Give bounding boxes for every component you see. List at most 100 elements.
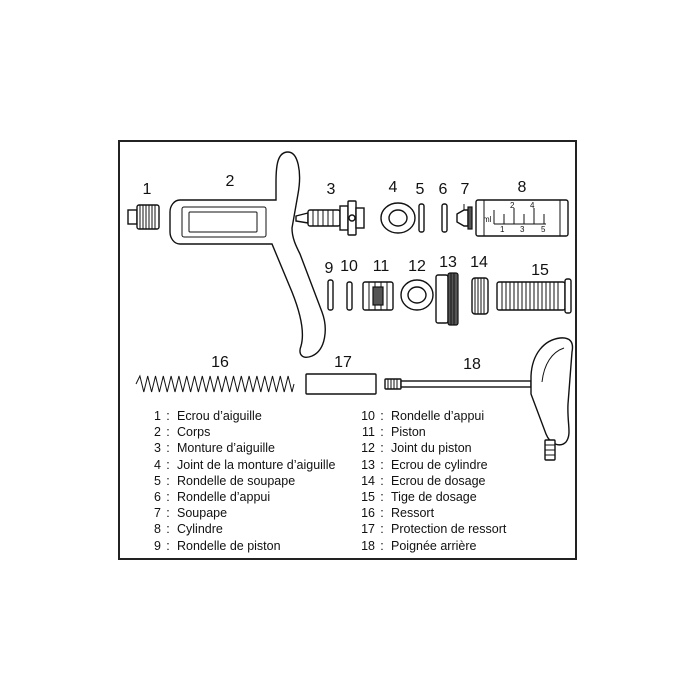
legend-item-separator: : bbox=[380, 473, 384, 488]
legend-item-label: Soupape bbox=[177, 506, 228, 521]
legend-item-label: Protection de ressort bbox=[391, 522, 507, 537]
needle-nut-drawing bbox=[127, 204, 160, 230]
cylinder-nut-drawing bbox=[435, 272, 459, 326]
legend-item-separator: : bbox=[380, 538, 384, 553]
dosage-rod-drawing bbox=[496, 278, 572, 314]
legend-item-label: Ecrou d’aiguille bbox=[177, 409, 262, 423]
legend-item-label: Corps bbox=[177, 425, 211, 440]
legend-item-4: 4:Joint de la monture d’aiguille bbox=[132, 457, 335, 473]
callout-2: 2 bbox=[226, 173, 235, 190]
legend-item-15: 15: Tige de dosage bbox=[346, 489, 506, 505]
callout-13: 13 bbox=[439, 254, 457, 271]
callout-9: 9 bbox=[325, 260, 334, 277]
needle-mount-seal-drawing bbox=[380, 202, 416, 234]
cylinder-scale-unit: ml bbox=[483, 215, 492, 224]
legend-item-number: 15 bbox=[361, 490, 375, 505]
legend-item-number: 3 bbox=[154, 441, 161, 456]
callout-3: 3 bbox=[327, 181, 336, 198]
piston-washer-drawing bbox=[327, 279, 334, 311]
diagram-frame: 1 2 3 4 5 6 7 8 9 10 11 12 13 14 15 16 1… bbox=[118, 140, 577, 560]
legend-item-number: 8 bbox=[154, 522, 161, 537]
legend-item-14: 14:Ecrou de dosage bbox=[346, 473, 506, 489]
cylinder-tick-4: 4 bbox=[530, 201, 535, 210]
support-washer-drawing bbox=[441, 203, 448, 233]
legend-item-18: 18: Poignée arrière bbox=[346, 538, 506, 554]
legend-item-separator: : bbox=[166, 441, 170, 456]
legend-item-separator: : bbox=[166, 522, 170, 537]
callout-5: 5 bbox=[416, 181, 425, 198]
legend-item-label: Tige de dosage bbox=[391, 490, 477, 505]
legend-item-13: 13:Ecrou de cylindre bbox=[346, 457, 506, 473]
legend-item-8: 8: Cylindre bbox=[132, 521, 335, 537]
cylinder-tick-5: 5 bbox=[541, 225, 546, 234]
legend-item-number: 10 bbox=[361, 409, 375, 423]
legend-item-number: 12 bbox=[361, 441, 375, 456]
cylinder-tick-3: 3 bbox=[520, 225, 525, 234]
legend-item-11: 11: Piston bbox=[346, 424, 506, 440]
callout-10: 10 bbox=[340, 258, 358, 275]
callout-15: 15 bbox=[531, 262, 549, 279]
callout-1: 1 bbox=[143, 181, 152, 198]
legend-item-label: Poignée arrière bbox=[391, 538, 477, 553]
legend-item-separator: : bbox=[166, 425, 170, 440]
rear-handle-drawing bbox=[384, 337, 574, 461]
legend-item-number: 18 bbox=[361, 538, 375, 553]
callout-16: 16 bbox=[211, 354, 229, 371]
callout-6: 6 bbox=[439, 181, 448, 198]
callout-14: 14 bbox=[470, 254, 488, 271]
legend-item-separator: : bbox=[166, 506, 170, 521]
callout-7: 7 bbox=[461, 181, 470, 198]
legend-item-label: Ecrou de cylindre bbox=[391, 457, 488, 472]
legend-item-2: 2: Corps bbox=[132, 424, 335, 440]
legend-item-separator: : bbox=[380, 490, 384, 505]
legend-item-number: 11 bbox=[362, 425, 375, 440]
legend-item-number: 17 bbox=[361, 522, 375, 537]
legend-item-label: Ecrou de dosage bbox=[391, 473, 486, 488]
legend-item-label: Ressort bbox=[391, 506, 435, 521]
legend-item-10: 10: Rondelle d’appui bbox=[346, 408, 506, 424]
cylinder-drawing: ml 1 2 3 4 5 bbox=[475, 199, 569, 237]
piston-support-washer-drawing bbox=[346, 281, 353, 311]
legend-item-label: Joint de la monture d’aiguille bbox=[177, 457, 336, 472]
legend-item-separator: : bbox=[380, 441, 384, 456]
callout-18: 18 bbox=[463, 356, 481, 373]
cylinder-tick-1: 1 bbox=[500, 225, 505, 234]
legend-item-label: Rondelle de piston bbox=[177, 538, 281, 553]
legend-item-number: 6 bbox=[154, 490, 161, 505]
legend-item-16: 16: Ressort bbox=[346, 505, 506, 521]
callout-11: 11 bbox=[373, 258, 390, 275]
legend-item-number: 7 bbox=[154, 506, 161, 521]
legend-item-separator: : bbox=[166, 490, 170, 505]
needle-mount-drawing bbox=[295, 200, 365, 236]
legend-item-separator: : bbox=[166, 538, 170, 553]
legend-item-12: 12:Joint du piston bbox=[346, 440, 506, 456]
valve-drawing bbox=[456, 204, 473, 230]
cylinder-tick-2: 2 bbox=[510, 201, 515, 210]
legend-item-separator: : bbox=[166, 409, 170, 423]
legend-item-separator: : bbox=[380, 522, 384, 537]
legend-item-7: 7: Soupape bbox=[132, 505, 335, 521]
dosage-nut-drawing bbox=[471, 277, 489, 315]
legend-item-label: Rondelle d’appui bbox=[177, 490, 271, 505]
legend-item-separator: : bbox=[380, 409, 384, 423]
legend-item-number: 2 bbox=[154, 425, 161, 440]
exploded-view-drawing: 1 2 3 4 5 6 7 8 9 10 11 12 13 14 15 16 1… bbox=[127, 151, 574, 461]
legend-item-label: Cylindre bbox=[177, 522, 223, 537]
legend-item-label: Rondelle de soupape bbox=[177, 473, 296, 488]
valve-washer-drawing bbox=[418, 203, 425, 233]
cylinder-scale: ml 1 2 3 4 5 bbox=[483, 201, 546, 234]
legend-item-separator: : bbox=[166, 473, 170, 488]
legend-item-separator: : bbox=[380, 506, 384, 521]
legend-item-label: Piston bbox=[391, 425, 426, 440]
legend-item-number: 16 bbox=[361, 506, 375, 521]
callout-4: 4 bbox=[389, 179, 398, 196]
legend-item-3: 3:Monture d’aiguille bbox=[132, 440, 335, 456]
callout-12: 12 bbox=[408, 258, 426, 275]
legend-item-separator: : bbox=[380, 425, 384, 440]
legend-item-label: Rondelle d’appui bbox=[391, 409, 485, 423]
piston-seal-drawing bbox=[400, 279, 434, 311]
callout-17: 17 bbox=[334, 354, 352, 371]
legend-item-number: 1 bbox=[154, 409, 161, 423]
